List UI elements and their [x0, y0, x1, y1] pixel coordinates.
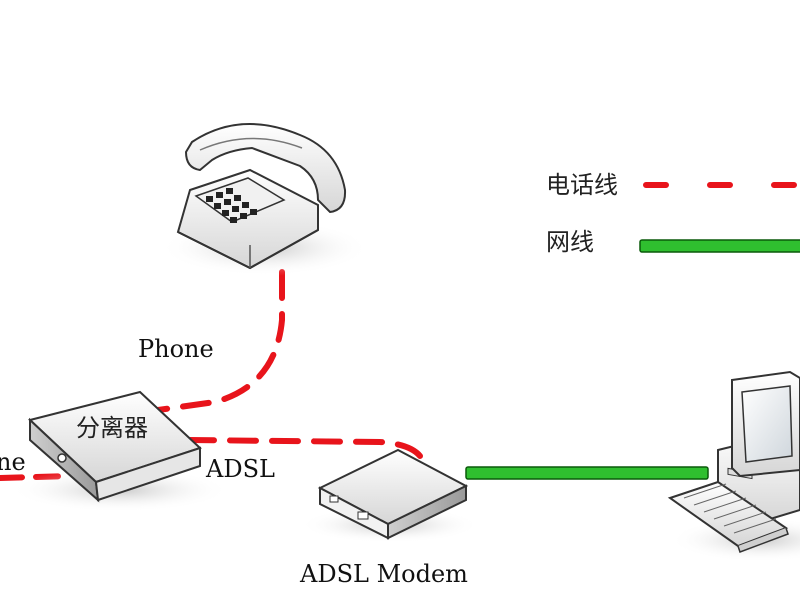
- legend-network-cable-label: 网线: [546, 228, 594, 256]
- modem-caption: ADSL Modem: [299, 560, 468, 588]
- adsl-connection-label: ADSL: [205, 455, 275, 483]
- phone-line-splitter-to-modem: [185, 437, 423, 459]
- adsl-modem-icon: [300, 448, 480, 543]
- legend: 电话线 网线: [546, 171, 800, 256]
- phone-connection-label: Phone: [138, 335, 214, 363]
- network-cable-modem-to-computer: [465, 466, 709, 480]
- legend-network-cable-swatch: [639, 239, 800, 253]
- splitter-label: 分离器: [76, 414, 148, 442]
- computer-icon: [667, 370, 800, 562]
- splitter-icon: [10, 390, 230, 512]
- line-in-label: ne: [0, 448, 26, 476]
- phone-line-splitter-to-telephone: [155, 269, 285, 413]
- legend-phone-line-label: 电话线: [546, 171, 618, 199]
- telephone-icon: [160, 123, 370, 276]
